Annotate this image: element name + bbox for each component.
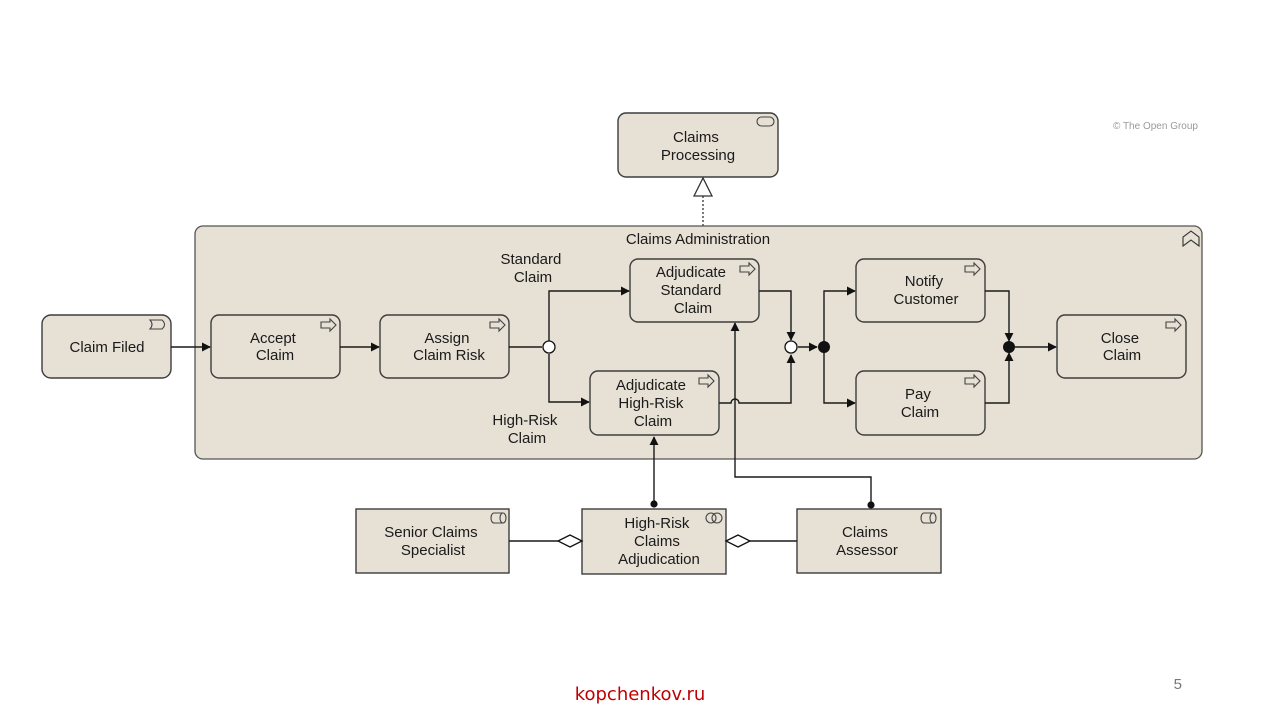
role-cylinder-icon [920, 512, 937, 524]
aggregation-edges [509, 534, 797, 548]
adj-std-label-line2: Standard [660, 282, 721, 299]
notify-label-line2: Customer [893, 291, 958, 308]
process-arrow-icon [489, 317, 506, 333]
senior-label-line2: Specialist [401, 542, 466, 559]
svg-text:Claims Processing: Claims Processing [661, 129, 735, 164]
svg-text:Close Claim: Close Claim [1101, 330, 1144, 364]
service-label-line2: Processing [661, 147, 735, 164]
adj-std-label-line3: Claim [674, 300, 712, 317]
close-label-line2: Claim [1103, 347, 1141, 364]
adj-high-label-line1: Adjudicate [616, 377, 686, 394]
adjudicate-standard-claim-process[interactable]: Adjudicate Standard Claim [629, 258, 760, 323]
accept-label-line1: Accept [250, 330, 297, 347]
and-junction-split [818, 341, 830, 353]
notify-customer-process[interactable]: Notify Customer [855, 258, 986, 323]
svg-text:Senior Claims Specialist: Senior Claims Specialist [384, 524, 482, 559]
senior-label-line1: Senior Claims [384, 524, 477, 541]
collab-label-line3: Adjudication [618, 551, 700, 568]
copyright-text: © The Open Group [1113, 121, 1198, 132]
svg-text:Accept Claim: Accept Claim [250, 330, 300, 364]
svg-text:Adjudicate High-Risk: Adjudicate High-Risk Claim [616, 377, 690, 430]
svg-text:Claims Assessor: Claims Assessor [836, 524, 898, 559]
rounded-rect-icon [756, 116, 775, 127]
collab-label-line2: Claims [634, 533, 680, 550]
collaboration-circles-icon [705, 512, 723, 524]
process-arrow-icon [739, 261, 756, 277]
function-chevron-icon [1182, 230, 1200, 248]
svg-text:High-Risk Claims A: High-Risk Claims Adjudication [618, 515, 700, 568]
notify-label-line1: Notify [905, 273, 944, 290]
adj-high-label-line2: High-Risk [618, 395, 684, 412]
realization-relation [692, 176, 714, 226]
assessor-label-line2: Assessor [836, 542, 898, 559]
group-title: Claims Administration [626, 231, 770, 248]
high-risk-claim-label: High-Risk Claim [492, 412, 561, 447]
or-junction-merge [784, 340, 798, 354]
adjudicate-high-risk-claim-process[interactable]: Adjudicate High-Risk Claim [589, 370, 720, 436]
accept-claim-process[interactable]: Accept Claim [210, 314, 341, 379]
svg-text:Assign Claim Risk: Assign Claim Risk [413, 330, 485, 364]
close-label-line1: Close [1101, 330, 1139, 347]
and-junction-merge [1003, 341, 1015, 353]
pay-claim-process[interactable]: Pay Claim [855, 370, 986, 436]
page-number: 5 [1173, 676, 1182, 693]
svg-text:Adjudicate Standard: Adjudicate Standard Claim [656, 264, 730, 317]
assignment-edges [649, 322, 875, 509]
process-arrow-icon [698, 373, 715, 389]
senior-claims-specialist-role[interactable]: Senior Claims Specialist [355, 508, 510, 574]
collab-label-line1: High-Risk [624, 515, 690, 532]
assign-claim-risk-process[interactable]: Assign Claim Risk [379, 314, 510, 379]
or-junction-split [542, 340, 556, 354]
event-label: Claim Filed [69, 339, 144, 356]
high-risk-claims-adjudication-collaboration[interactable]: High-Risk Claims Adjudication [581, 508, 727, 575]
business-event-icon [148, 319, 166, 330]
svg-text:Notify Customer: Notify Customer [893, 273, 958, 308]
close-claim-process[interactable]: Close Claim [1056, 314, 1187, 379]
pay-label-line2: Claim [901, 404, 939, 421]
claim-filed-event[interactable]: Claim Filed [41, 314, 172, 379]
assign-label-line2: Claim Risk [413, 347, 485, 364]
footer-site-link[interactable]: kopchenkov.ru [574, 684, 706, 705]
claims-assessor-role[interactable]: Claims Assessor [796, 508, 942, 574]
process-arrow-icon [1165, 317, 1182, 333]
service-label-line1: Claims [673, 129, 719, 146]
process-arrow-icon [320, 317, 337, 333]
assign-label-line1: Assign [424, 330, 469, 347]
process-arrow-icon [964, 261, 981, 277]
svg-text:Pay Claim: Pay Claim [901, 386, 939, 421]
assessor-label-line1: Claims [842, 524, 888, 541]
process-arrow-icon [964, 373, 981, 389]
standard-claim-label: Standard Claim [500, 251, 565, 286]
claims-processing-service[interactable]: Claims Processing [617, 112, 779, 178]
adj-std-label-line1: Adjudicate [656, 264, 726, 281]
role-cylinder-icon [490, 512, 507, 524]
pay-label-line1: Pay [905, 386, 931, 403]
adj-high-label-line3: Claim [634, 413, 672, 430]
accept-label-line2: Claim [256, 347, 294, 364]
